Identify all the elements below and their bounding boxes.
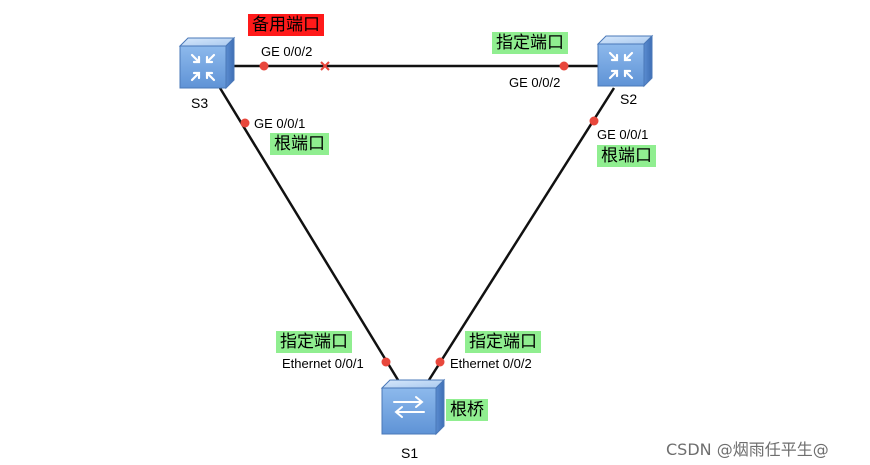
port-dot-s1-eth001: [381, 357, 391, 367]
role-badge-designated-port: 指定端口: [276, 331, 352, 353]
layer3-switch-icon[interactable]: [178, 36, 236, 90]
link-s2-s1: [427, 87, 616, 381]
device-name-s2: S2: [620, 91, 638, 107]
root-bridge-badge: 根桥: [446, 399, 488, 421]
role-badge-designated-port: 指定端口: [492, 32, 568, 54]
link-s3-s1: [218, 87, 400, 381]
device-name-s3: S3: [191, 95, 209, 111]
port-dot-s3-ge001: [240, 118, 250, 128]
watermark: CSDN @烟雨任平生@: [666, 440, 829, 459]
port-label: Ethernet 0/0/2: [450, 356, 532, 371]
role-badge-designated-port: 指定端口: [465, 331, 541, 353]
role-badge-root-port: 根端口: [270, 133, 329, 155]
port-dot-s3-ge002: [259, 61, 269, 71]
port-dot-s2-ge002: [559, 61, 569, 71]
port-label: Ethernet 0/0/1: [282, 356, 364, 371]
port-dot-s1-eth002: [435, 357, 445, 367]
blocked-port-x-icon: [320, 61, 330, 71]
layer3-switch-icon[interactable]: [596, 34, 654, 88]
port-label: GE 0/0/1: [254, 116, 306, 131]
role-badge-alternate-port: 备用端口: [248, 14, 324, 36]
switch-icon[interactable]: [380, 378, 446, 436]
port-label: GE 0/0/2: [261, 44, 313, 59]
port-label: GE 0/0/1: [597, 127, 649, 142]
role-badge-root-port: 根端口: [597, 145, 656, 167]
device-name-s1: S1: [401, 445, 419, 461]
port-dot-s2-ge001: [589, 116, 599, 126]
port-label: GE 0/0/2: [509, 75, 561, 90]
